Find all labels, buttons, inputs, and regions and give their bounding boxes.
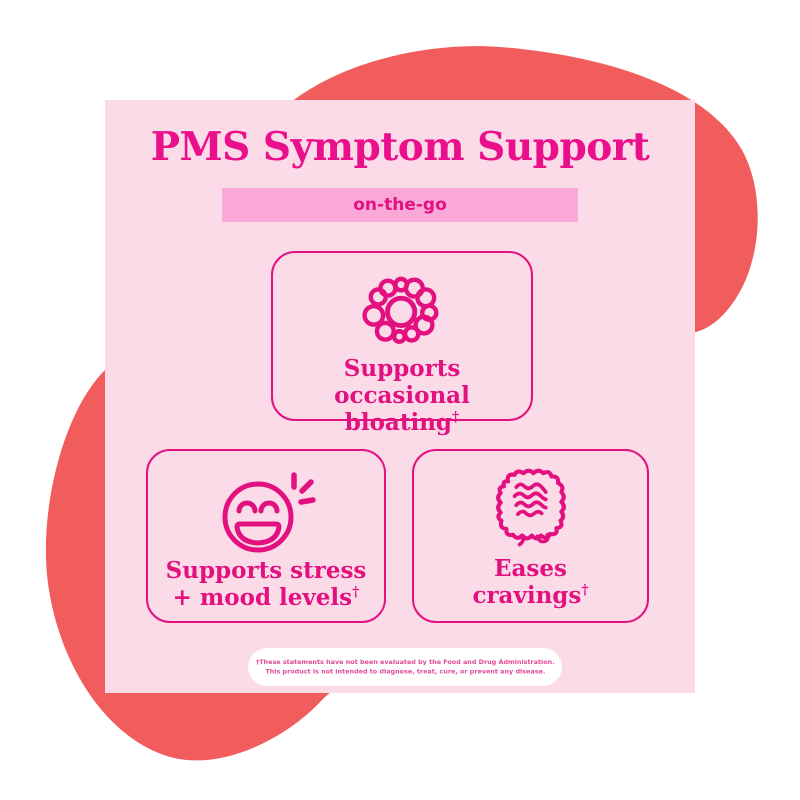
subtitle-band: on-the-go: [222, 188, 578, 222]
bloating-bubbles-icon: [362, 276, 439, 344]
intestine-icon: [495, 468, 566, 547]
benefit-card-mood: Supports stress + mood levels†: [146, 449, 386, 623]
disclaimer-text: †These statements have not been evaluate…: [255, 658, 555, 676]
benefit-label-cravings: Eases cravings†: [472, 554, 589, 609]
benefit-label-mood: Supports stress + mood levels†: [165, 557, 367, 612]
benefit-card-cravings: Eases cravings†: [412, 449, 649, 623]
infographic-panel: PMS Symptom Support on-the-go Supports o…: [105, 100, 695, 693]
disclaimer-pill: †These statements have not been evaluate…: [248, 648, 562, 686]
subtitle-band-label: on-the-go: [353, 195, 447, 215]
benefit-label-bloating: Supports occasional bloating†: [334, 355, 470, 437]
benefit-card-bloating: Supports occasional bloating†: [271, 251, 533, 436]
laughing-smiley-icon: [222, 472, 316, 553]
page-title: PMS Symptom Support: [150, 124, 650, 170]
